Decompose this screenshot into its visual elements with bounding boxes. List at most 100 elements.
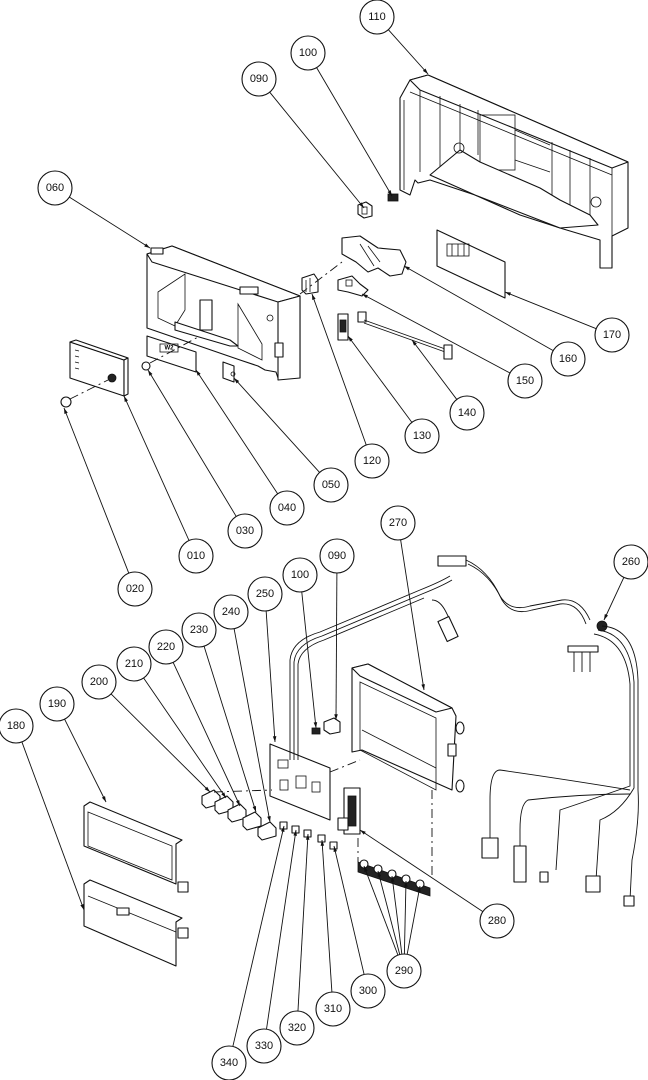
leader-line-290 — [363, 865, 399, 956]
callout-circle — [116, 646, 152, 682]
arrowhead-icon — [387, 190, 392, 196]
leader-line-110 — [388, 29, 429, 75]
callout-290: 290 — [386, 953, 422, 989]
callout-label: 060 — [46, 182, 64, 194]
arrowhead-icon — [359, 202, 364, 208]
arrowhead-icon — [204, 786, 210, 792]
callout-circle — [359, 0, 395, 35]
arrowhead-icon — [334, 714, 338, 720]
callout-090a: 090 — [241, 61, 277, 97]
arrowhead-icon — [312, 294, 316, 300]
arrowhead-icon — [362, 294, 368, 299]
arrowhead-icon — [604, 614, 609, 620]
arrowhead-icon — [404, 266, 410, 271]
leader-line-320 — [297, 833, 309, 1012]
callout-label: 140 — [458, 407, 476, 419]
leader-line-310 — [321, 839, 333, 993]
arrowhead-icon — [417, 886, 421, 892]
callout-130: 130 — [404, 418, 440, 454]
arrowhead-icon — [364, 866, 368, 872]
callout-circle — [350, 973, 386, 1009]
callout-120: 120 — [354, 443, 390, 479]
leader-line-290 — [377, 870, 401, 955]
callout-label: 120 — [363, 455, 381, 467]
callout-circle — [81, 664, 117, 700]
part-060-control-box — [146, 245, 301, 381]
callout-250: 250 — [247, 576, 283, 612]
callout-circle — [178, 538, 214, 574]
callout-200: 200 — [81, 664, 117, 700]
callout-circle — [319, 538, 355, 574]
arrowhead-icon — [305, 834, 310, 840]
callout-label: 240 — [222, 606, 240, 618]
callout-040: 040 — [269, 490, 305, 526]
arrowhead-icon — [234, 378, 240, 384]
part-040-label-text: W2 — [165, 346, 175, 352]
callout-100a: 100 — [290, 35, 326, 71]
callout-label: 260 — [622, 556, 640, 568]
arrowhead-icon — [64, 408, 68, 414]
callout-label: 090 — [250, 73, 268, 85]
leader-line-040 — [195, 369, 279, 495]
callout-050: 050 — [313, 467, 349, 503]
callout-label: 290 — [395, 965, 413, 977]
callout-circle — [449, 395, 485, 431]
part-190-cover — [83, 801, 189, 893]
part-100-connector-lower — [311, 727, 321, 735]
callout-circle — [213, 594, 249, 630]
leader-line-100a — [316, 67, 393, 197]
leader-line-090a — [269, 91, 365, 209]
callout-280: 280 — [479, 903, 515, 939]
callout-circle — [37, 170, 73, 206]
callout-label: 270 — [389, 517, 407, 529]
arrowhead-icon — [196, 370, 201, 376]
callout-circle — [290, 35, 326, 71]
callout-label: 150 — [516, 375, 534, 387]
callout-label: 250 — [256, 588, 274, 600]
callout-label: 030 — [236, 525, 254, 537]
leader-line-290 — [406, 885, 421, 955]
leader-line-160 — [403, 265, 554, 352]
leader-line-250 — [265, 610, 276, 743]
callout-270: 270 — [380, 505, 416, 541]
callout-060: 060 — [37, 170, 73, 206]
callout-label: 170 — [603, 329, 621, 341]
part-090-clip-lower — [323, 717, 341, 735]
leader-line-020 — [63, 407, 130, 574]
part-050-small-plate — [222, 361, 236, 383]
callout-label: 300 — [359, 985, 377, 997]
callout-260: 260 — [613, 544, 648, 580]
arrowhead-icon — [252, 806, 256, 812]
arrowhead-icon — [80, 904, 84, 910]
leader-line-010 — [123, 395, 190, 541]
arrowhead-icon — [412, 340, 417, 346]
leader-line-290 — [403, 880, 407, 955]
part-180-front-cover — [83, 879, 189, 967]
leader-line-260 — [603, 577, 625, 621]
callout-circle — [117, 571, 153, 607]
callout-label: 180 — [7, 720, 25, 732]
callout-220: 220 — [148, 629, 184, 665]
callout-circle — [227, 513, 263, 549]
part-130-switch — [337, 313, 349, 341]
callout-110: 110 — [359, 0, 395, 35]
arrowhead-icon — [293, 830, 297, 836]
leader-line-100b — [301, 591, 317, 729]
callout-circle — [279, 1010, 315, 1046]
part-150-cable-clip — [337, 275, 369, 297]
callout-circle — [246, 1028, 282, 1064]
arrowhead-icon — [267, 816, 271, 822]
callout-310: 310 — [315, 991, 351, 1027]
leader-line-240 — [233, 628, 271, 823]
callout-label: 160 — [559, 353, 577, 365]
arrowhead-icon — [101, 796, 106, 802]
part-020-knob — [60, 379, 109, 408]
part-250-main-pcb — [269, 743, 331, 821]
leader-line-190 — [64, 719, 107, 803]
callout-230: 230 — [181, 612, 217, 648]
callout-label: 040 — [278, 502, 296, 514]
part-170-pcb — [436, 229, 506, 299]
assembly-line — [299, 261, 343, 295]
